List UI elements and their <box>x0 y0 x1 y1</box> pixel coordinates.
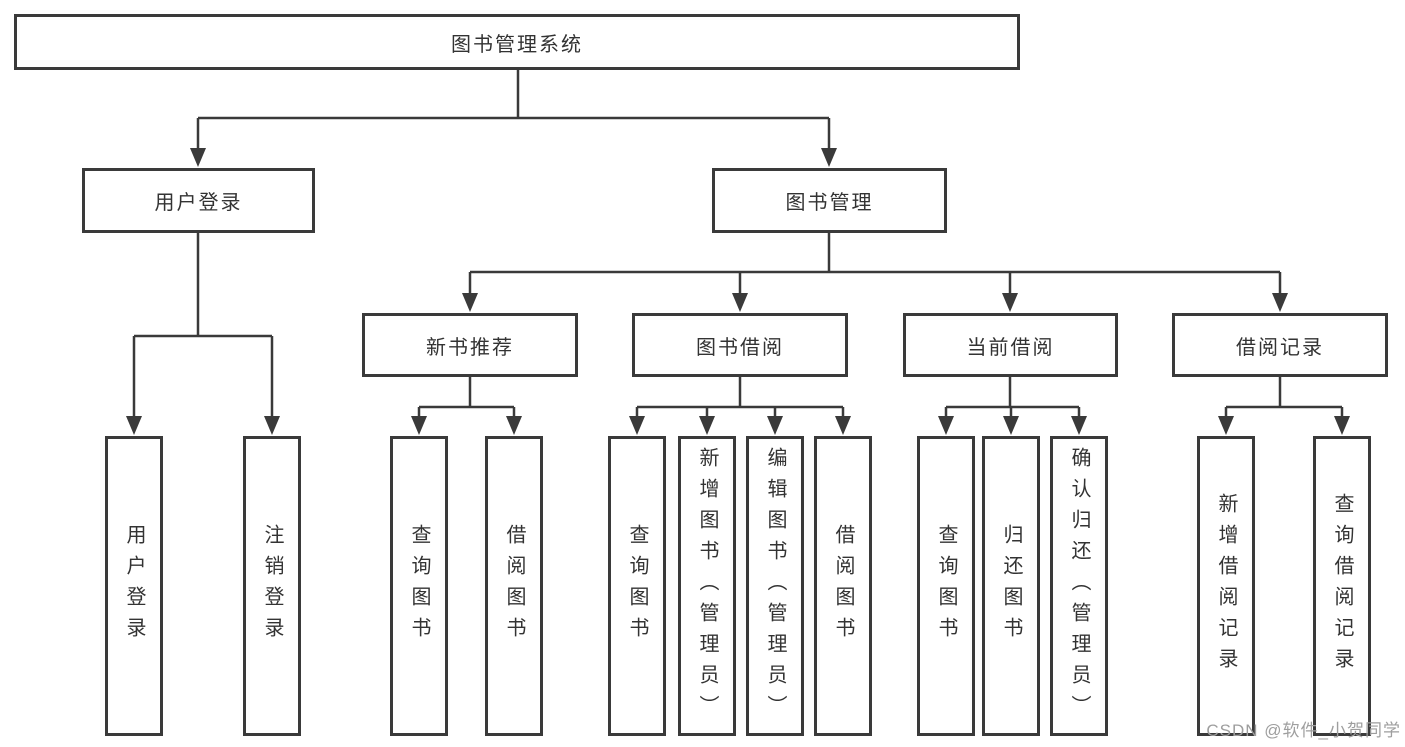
node-label: 确认归还（管理员） <box>1068 446 1090 726</box>
node-current-borrow: 当前借阅 <box>903 313 1118 377</box>
edges-user-login-to-leaves <box>126 233 280 435</box>
arrowhead-icon <box>1002 293 1018 312</box>
node-record-query-borrow-record: 查询借阅记录 <box>1313 436 1371 736</box>
node-borrow-add-books-admin: 新增图书（管理员） <box>678 436 736 736</box>
node-label: 编辑图书（管理员） <box>764 446 786 726</box>
node-label: 图书借阅 <box>696 336 784 359</box>
node-label: 图书管理系统 <box>451 33 583 56</box>
arrowhead-icon <box>1071 416 1087 435</box>
node-book-management: 图书管理 <box>712 168 947 233</box>
node-label: 图书管理 <box>785 192 874 214</box>
node-newbook-borrow-books: 借阅图书 <box>485 436 543 736</box>
node-borrow-record: 借阅记录 <box>1172 313 1388 377</box>
arrowhead-icon <box>767 416 783 435</box>
edge-line <box>944 377 1081 428</box>
node-label: 用户登录 <box>123 524 145 648</box>
arrowhead-icon <box>264 416 280 435</box>
arrowhead-icon <box>1003 416 1019 435</box>
edges-root-to-level2 <box>190 68 837 167</box>
node-current-return-books: 归还图书 <box>982 436 1040 736</box>
arrowhead-icon <box>462 293 478 312</box>
arrowhead-icon <box>1334 416 1350 435</box>
node-book-borrow: 图书借阅 <box>632 313 848 377</box>
arrowhead-icon <box>1218 416 1234 435</box>
arrowhead-icon <box>1272 293 1288 312</box>
node-label: 新增图书（管理员） <box>696 446 718 726</box>
node-borrow-borrow-books: 借阅图书 <box>814 436 872 736</box>
arrowhead-icon <box>411 416 427 435</box>
node-record-add-borrow-record: 新增借阅记录 <box>1197 436 1255 736</box>
arrowhead-icon <box>190 148 206 167</box>
node-label: 查询借阅记录 <box>1331 493 1353 679</box>
node-label: 借阅图书 <box>503 524 525 648</box>
node-label: 新增借阅记录 <box>1215 493 1237 679</box>
node-logout-action: 注销登录 <box>243 436 301 736</box>
node-label: 用户登录 <box>154 192 243 214</box>
arrowhead-icon <box>506 416 522 435</box>
node-newbook-query-books: 查询图书 <box>390 436 448 736</box>
arrowhead-icon <box>629 416 645 435</box>
node-user-login-action: 用户登录 <box>105 436 163 736</box>
node-current-confirm-return-admin: 确认归还（管理员） <box>1050 436 1108 736</box>
edge-line <box>635 377 845 428</box>
arrowhead-icon <box>126 416 142 435</box>
node-label: 查询图书 <box>935 524 957 648</box>
csdn-watermark: CSDN @软件_小贺同学 <box>1206 721 1401 740</box>
edge-line <box>468 233 1282 305</box>
edges-new-book-recommend-to-leaves <box>411 377 522 435</box>
node-label: 借阅记录 <box>1236 336 1324 359</box>
node-user-login: 用户登录 <box>82 168 315 233</box>
edges-book-borrow-to-leaves <box>629 377 851 435</box>
node-label: 查询图书 <box>408 524 430 648</box>
edge-line <box>1224 377 1344 428</box>
edge-line <box>417 377 516 428</box>
arrowhead-icon <box>699 416 715 435</box>
arrowhead-icon <box>835 416 851 435</box>
arrowhead-icon <box>938 416 954 435</box>
node-label: 注销登录 <box>261 524 283 648</box>
node-new-book-recommend: 新书推荐 <box>362 313 578 377</box>
edges-borrow-record-to-leaves <box>1218 377 1350 435</box>
edge-line <box>196 68 831 160</box>
node-label: 查询图书 <box>626 524 648 648</box>
node-label: 新书推荐 <box>426 336 514 359</box>
node-current-query-books: 查询图书 <box>917 436 975 736</box>
edge-line <box>132 233 274 428</box>
node-library-management-system: 图书管理系统 <box>14 14 1020 70</box>
node-borrow-query-books: 查询图书 <box>608 436 666 736</box>
edges-book-management-to-level3 <box>462 233 1288 312</box>
arrowhead-icon <box>732 293 748 312</box>
node-borrow-edit-books-admin: 编辑图书（管理员） <box>746 436 804 736</box>
arrowhead-icon <box>821 148 837 167</box>
node-label: 借阅图书 <box>832 524 854 648</box>
node-label: 当前借阅 <box>966 336 1055 359</box>
edges-current-borrow-to-leaves <box>938 377 1087 435</box>
node-label: 归还图书 <box>1000 524 1022 648</box>
